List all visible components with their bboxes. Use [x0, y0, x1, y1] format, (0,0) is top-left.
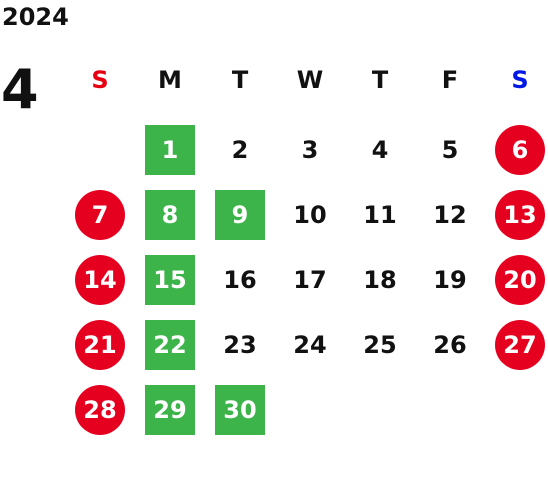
calendar-day-cell: 23: [205, 313, 275, 377]
weekday-header: M: [158, 66, 182, 94]
calendar-year: 2024: [2, 3, 69, 31]
calendar-day-cell: 28: [65, 378, 135, 442]
closed-day: 30: [215, 385, 265, 435]
calendar-month: 4: [1, 58, 39, 121]
closed-day: 22: [145, 320, 195, 370]
closed-day: 8: [145, 190, 195, 240]
holiday-day: 6: [495, 125, 545, 175]
closed-day: 9: [215, 190, 265, 240]
calendar-day-cell: 19: [415, 248, 485, 312]
weekday-header: F: [441, 66, 459, 94]
calendar-day-cell: 17: [275, 248, 345, 312]
weekday-header: W: [296, 66, 324, 94]
holiday-day: 13: [495, 190, 545, 240]
weekday-header: S: [91, 66, 109, 94]
holiday-day: 21: [75, 320, 125, 370]
closed-day: 1: [145, 125, 195, 175]
holiday-day: 7: [75, 190, 125, 240]
calendar-day-cell: 10: [275, 183, 345, 247]
calendar-day-cell: 25: [345, 313, 415, 377]
calendar-day-cell: 9: [205, 183, 275, 247]
calendar-day: 26: [433, 331, 467, 359]
weekday-header: T: [231, 66, 249, 94]
calendar-day-cell: 14: [65, 248, 135, 312]
calendar-day-cell: 27: [485, 313, 548, 377]
calendar-day: 16: [223, 266, 257, 294]
weekday-header: S: [511, 66, 529, 94]
calendar-day: 19: [433, 266, 467, 294]
calendar-day-cell: 3: [275, 118, 345, 182]
calendar-day-cell: 5: [415, 118, 485, 182]
calendar-day: 24: [293, 331, 327, 359]
calendar-day-cell: 1: [135, 118, 205, 182]
calendar-day-cell: 13: [485, 183, 548, 247]
calendar-day: 11: [363, 201, 397, 229]
calendar-day-cell: 26: [415, 313, 485, 377]
calendar-day-cell: 18: [345, 248, 415, 312]
calendar-day: 25: [363, 331, 397, 359]
holiday-day: 20: [495, 255, 545, 305]
calendar-day-cell: 22: [135, 313, 205, 377]
holiday-day: 27: [495, 320, 545, 370]
calendar-day-cell: 29: [135, 378, 205, 442]
calendar-day: 2: [231, 136, 249, 164]
calendar-day-cell: 30: [205, 378, 275, 442]
calendar-day-cell: 2: [205, 118, 275, 182]
holiday-day: 28: [75, 385, 125, 435]
calendar-day-cell: 4: [345, 118, 415, 182]
calendar-day: 3: [301, 136, 319, 164]
calendar-day-cell: 7: [65, 183, 135, 247]
calendar-day-cell: 24: [275, 313, 345, 377]
calendar-day-cell: 21: [65, 313, 135, 377]
closed-day: 15: [145, 255, 195, 305]
calendar-day: 17: [293, 266, 327, 294]
closed-day: 29: [145, 385, 195, 435]
calendar-day-cell: 20: [485, 248, 548, 312]
calendar-day: 12: [433, 201, 467, 229]
calendar-day-cell: 11: [345, 183, 415, 247]
weekday-header: T: [371, 66, 389, 94]
calendar-day-cell: 15: [135, 248, 205, 312]
calendar-day: 4: [371, 136, 389, 164]
calendar-day: 23: [223, 331, 257, 359]
calendar-day-cell: 16: [205, 248, 275, 312]
calendar-day: 18: [363, 266, 397, 294]
calendar-day-cell: 12: [415, 183, 485, 247]
holiday-day: 14: [75, 255, 125, 305]
calendar-day-cell: 6: [485, 118, 548, 182]
calendar-day-cell: 8: [135, 183, 205, 247]
calendar-day: 10: [293, 201, 327, 229]
calendar-day: 5: [441, 136, 459, 164]
